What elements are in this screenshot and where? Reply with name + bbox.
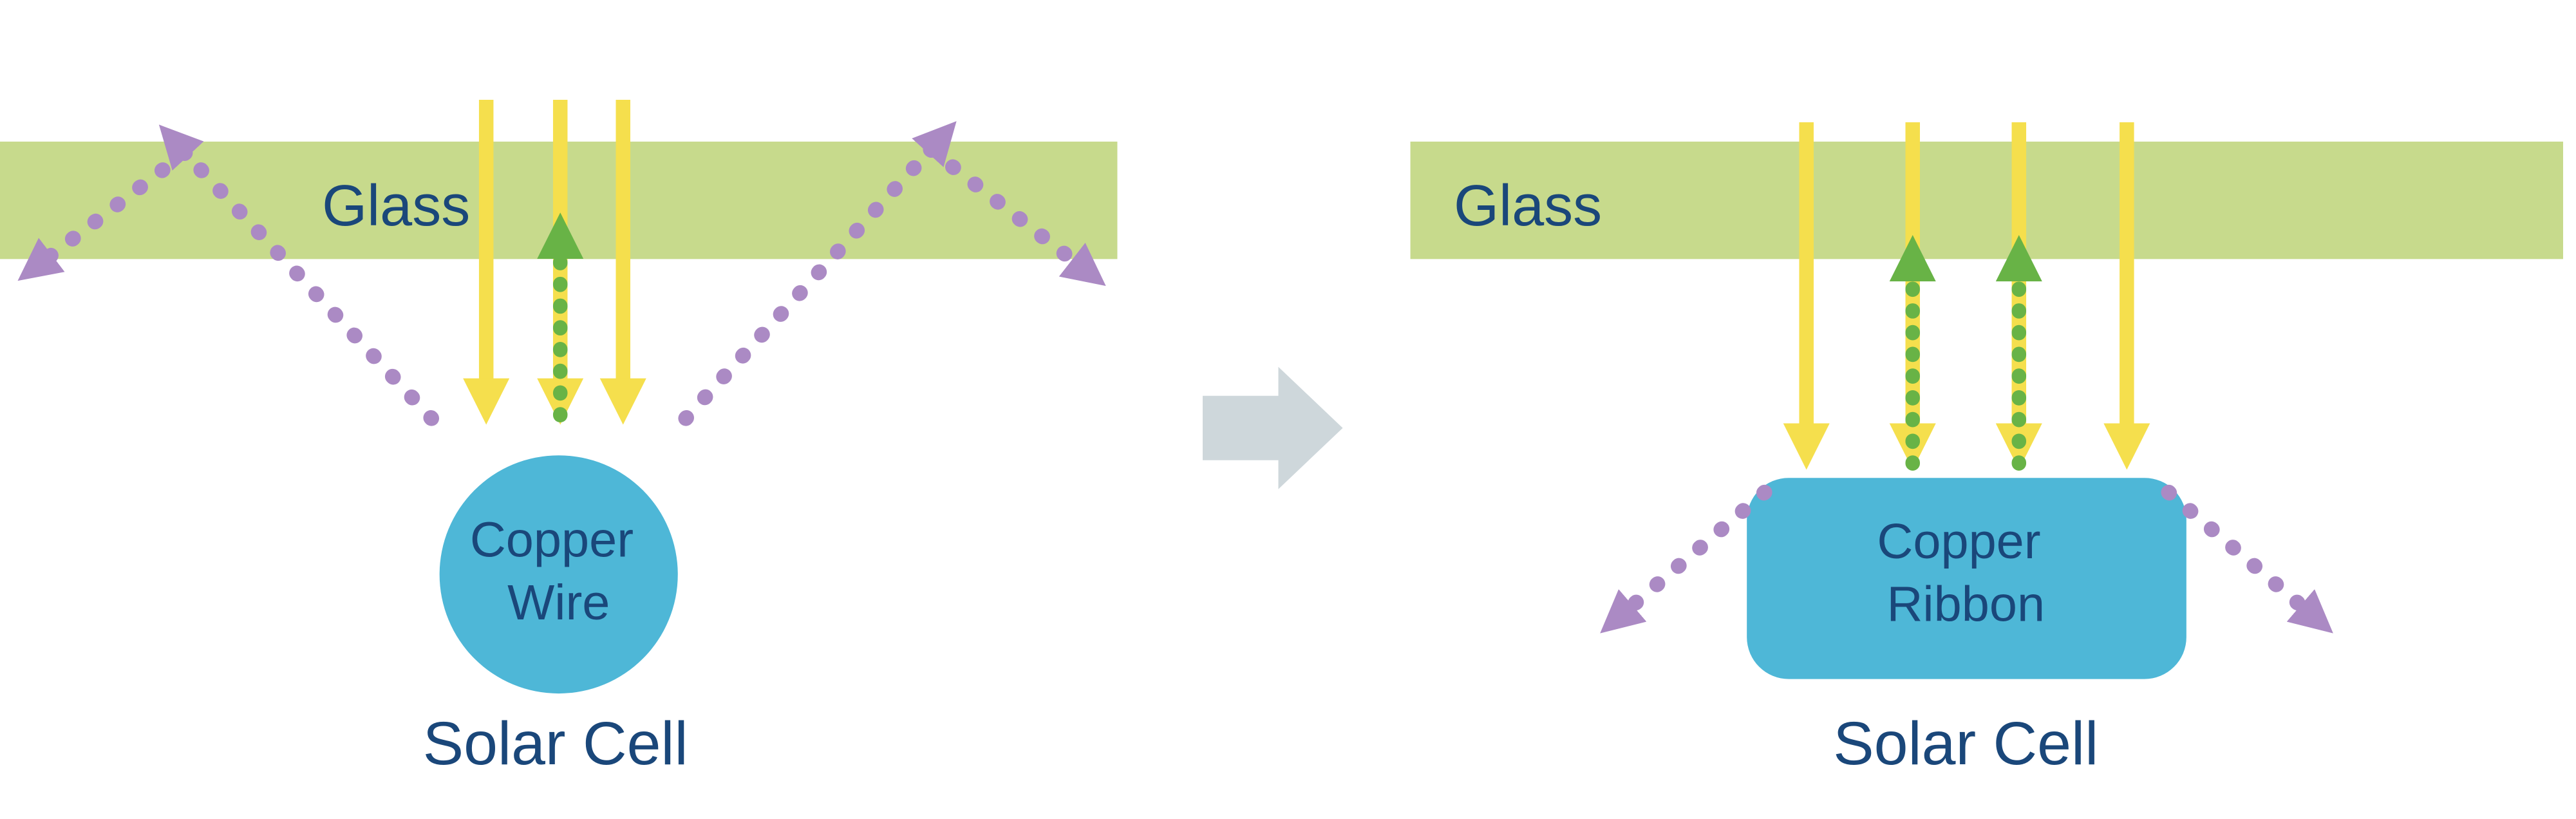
solar-cell-label: Solar Cell <box>423 710 688 778</box>
label-line: Copper <box>470 513 634 568</box>
scattered-ray-arrow <box>923 142 1106 287</box>
left-panel: Glass Copper Wire Solar Cell <box>0 99 1118 778</box>
label-line: Ribbon <box>1886 577 2045 632</box>
glass-label: Glass <box>1454 174 1602 238</box>
scattered-ray-arrow <box>2161 484 2333 634</box>
copper-wire-label: Copper Wire <box>470 513 648 630</box>
copper-ribbon-rect <box>1747 478 2186 679</box>
scattered-ray-arrow <box>1600 484 1772 634</box>
scattered-ray-arrow <box>17 145 193 281</box>
transform-arrow-icon <box>1202 366 1343 489</box>
solar-cell-label: Solar Cell <box>1833 710 2098 778</box>
scattered-ray-arrow <box>678 121 957 426</box>
copper-wire-circle <box>439 455 678 694</box>
label-line: Copper <box>1877 514 2040 569</box>
copper-ribbon-label: Copper Ribbon <box>1877 514 2054 632</box>
right-panel: Glass Copper Ribbon Solar Cell <box>1410 122 2563 778</box>
glass-label: Glass <box>322 174 470 238</box>
label-line: Wire <box>507 575 610 630</box>
glass-bar <box>1410 141 2563 259</box>
scattered-ray-arrow <box>158 124 440 426</box>
